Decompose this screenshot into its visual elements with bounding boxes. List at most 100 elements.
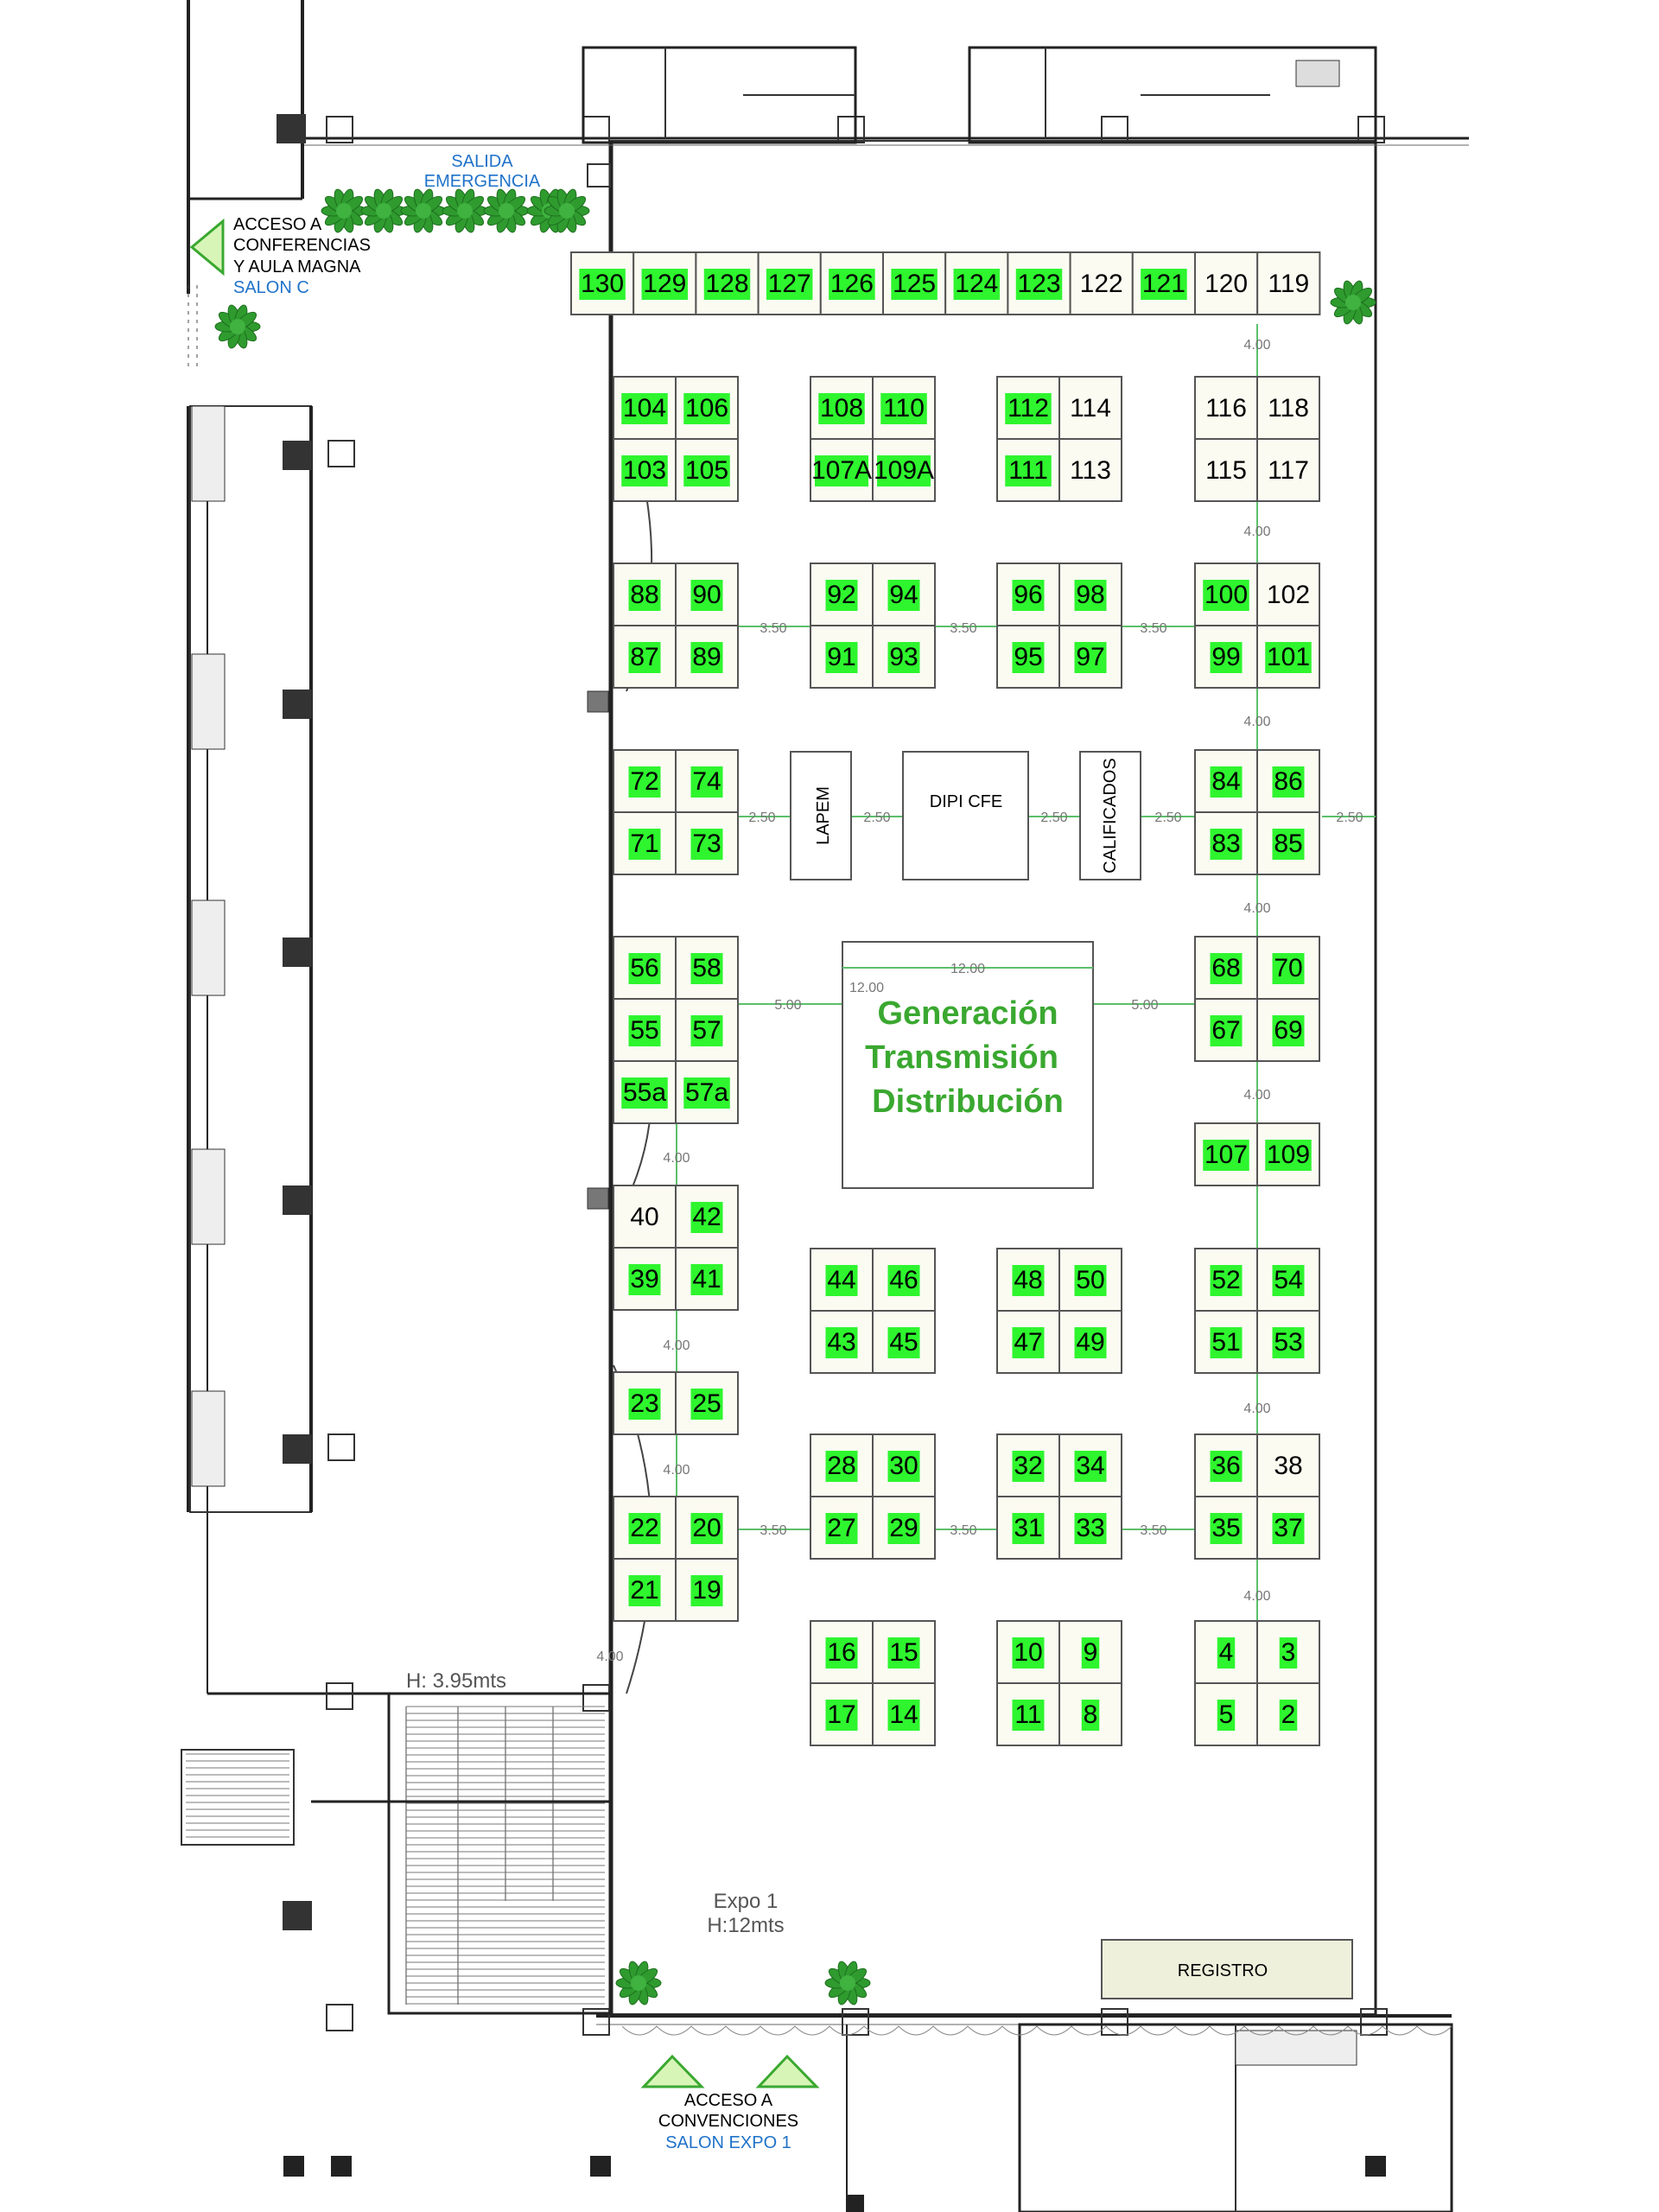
booth-91[interactable]: 91: [810, 625, 874, 689]
booth-84[interactable]: 84: [1194, 749, 1258, 813]
booth-2[interactable]: 2: [1256, 1682, 1320, 1746]
booth-74[interactable]: 74: [675, 749, 739, 813]
dipi-cfe-booth[interactable]: [902, 751, 1029, 880]
booth-104[interactable]: 104: [613, 376, 677, 440]
booth-128[interactable]: 128: [695, 251, 760, 315]
booth-127[interactable]: 127: [757, 251, 822, 315]
booth-36[interactable]: 36: [1194, 1433, 1258, 1497]
booth-103[interactable]: 103: [613, 438, 677, 502]
booth-90[interactable]: 90: [675, 563, 739, 626]
booth-125[interactable]: 125: [882, 251, 947, 315]
booth-43[interactable]: 43: [810, 1310, 874, 1374]
booth-123[interactable]: 123: [1007, 251, 1071, 315]
booth-53[interactable]: 53: [1256, 1310, 1320, 1374]
booth-32[interactable]: 32: [996, 1433, 1060, 1497]
booth-8[interactable]: 8: [1058, 1682, 1122, 1746]
booth-126[interactable]: 126: [819, 251, 884, 315]
booth-35[interactable]: 35: [1194, 1496, 1258, 1560]
booth-33[interactable]: 33: [1058, 1496, 1122, 1560]
booth-27[interactable]: 27: [810, 1496, 874, 1560]
booth-10[interactable]: 10: [996, 1620, 1060, 1684]
booth-117[interactable]: 117: [1256, 438, 1320, 502]
booth-130[interactable]: 130: [570, 251, 635, 315]
booth-37[interactable]: 37: [1256, 1496, 1320, 1560]
booth-119[interactable]: 119: [1256, 251, 1321, 315]
calificados-booth[interactable]: [1079, 751, 1141, 880]
booth-50[interactable]: 50: [1058, 1248, 1122, 1312]
booth-23[interactable]: 23: [613, 1371, 677, 1435]
booth-99[interactable]: 99: [1194, 625, 1258, 689]
booth-105[interactable]: 105: [675, 438, 739, 502]
booth-70[interactable]: 70: [1256, 936, 1320, 1000]
booth-101[interactable]: 101: [1256, 625, 1320, 689]
booth-69[interactable]: 69: [1256, 998, 1320, 1062]
booth-56[interactable]: 56: [613, 936, 677, 1000]
booth-42[interactable]: 42: [675, 1185, 739, 1249]
booth-120[interactable]: 120: [1194, 251, 1259, 315]
booth-110[interactable]: 110: [872, 376, 936, 440]
booth-30[interactable]: 30: [872, 1433, 936, 1497]
booth-107[interactable]: 107: [1194, 1122, 1258, 1186]
booth-45[interactable]: 45: [872, 1310, 936, 1374]
booth-109A[interactable]: 109A: [872, 438, 936, 502]
booth-22[interactable]: 22: [613, 1496, 677, 1560]
booth-44[interactable]: 44: [810, 1248, 874, 1312]
booth-9[interactable]: 9: [1058, 1620, 1122, 1684]
booth-68[interactable]: 68: [1194, 936, 1258, 1000]
booth-19[interactable]: 19: [675, 1558, 739, 1622]
booth-52[interactable]: 52: [1194, 1248, 1258, 1312]
booth-113[interactable]: 113: [1058, 438, 1122, 502]
booth-4[interactable]: 4: [1194, 1620, 1258, 1684]
booth-98[interactable]: 98: [1058, 563, 1122, 626]
booth-92[interactable]: 92: [810, 563, 874, 626]
booth-17[interactable]: 17: [810, 1682, 874, 1746]
booth-129[interactable]: 129: [632, 251, 697, 315]
booth-71[interactable]: 71: [613, 811, 677, 875]
booth-28[interactable]: 28: [810, 1433, 874, 1497]
booth-107A[interactable]: 107A: [810, 438, 874, 502]
booth-89[interactable]: 89: [675, 625, 739, 689]
lapem-booth[interactable]: [790, 751, 852, 880]
booth-29[interactable]: 29: [872, 1496, 936, 1560]
booth-87[interactable]: 87: [613, 625, 677, 689]
booth-67[interactable]: 67: [1194, 998, 1258, 1062]
booth-39[interactable]: 39: [613, 1247, 677, 1311]
booth-58[interactable]: 58: [675, 936, 739, 1000]
booth-38[interactable]: 38: [1256, 1433, 1320, 1497]
booth-73[interactable]: 73: [675, 811, 739, 875]
booth-41[interactable]: 41: [675, 1247, 739, 1311]
booth-21[interactable]: 21: [613, 1558, 677, 1622]
booth-40[interactable]: 40: [613, 1185, 677, 1249]
booth-48[interactable]: 48: [996, 1248, 1060, 1312]
booth-47[interactable]: 47: [996, 1310, 1060, 1374]
booth-3[interactable]: 3: [1256, 1620, 1320, 1684]
booth-55a[interactable]: 55a: [613, 1060, 677, 1124]
booth-51[interactable]: 51: [1194, 1310, 1258, 1374]
booth-20[interactable]: 20: [675, 1496, 739, 1560]
booth-96[interactable]: 96: [996, 563, 1060, 626]
booth-49[interactable]: 49: [1058, 1310, 1122, 1374]
booth-25[interactable]: 25: [675, 1371, 739, 1435]
booth-55[interactable]: 55: [613, 998, 677, 1062]
booth-122[interactable]: 122: [1069, 251, 1134, 315]
booth-94[interactable]: 94: [872, 563, 936, 626]
booth-16[interactable]: 16: [810, 1620, 874, 1684]
booth-106[interactable]: 106: [675, 376, 739, 440]
booth-57a[interactable]: 57a: [675, 1060, 739, 1124]
booth-124[interactable]: 124: [944, 251, 1009, 315]
booth-14[interactable]: 14: [872, 1682, 936, 1746]
booth-31[interactable]: 31: [996, 1496, 1060, 1560]
booth-83[interactable]: 83: [1194, 811, 1258, 875]
booth-54[interactable]: 54: [1256, 1248, 1320, 1312]
booth-100[interactable]: 100: [1194, 563, 1258, 626]
booth-46[interactable]: 46: [872, 1248, 936, 1312]
booth-88[interactable]: 88: [613, 563, 677, 626]
booth-112[interactable]: 112: [996, 376, 1060, 440]
booth-111[interactable]: 111: [996, 438, 1060, 502]
booth-34[interactable]: 34: [1058, 1433, 1122, 1497]
booth-115[interactable]: 115: [1194, 438, 1258, 502]
booth-102[interactable]: 102: [1256, 563, 1320, 626]
booth-108[interactable]: 108: [810, 376, 874, 440]
booth-97[interactable]: 97: [1058, 625, 1122, 689]
booth-72[interactable]: 72: [613, 749, 677, 813]
